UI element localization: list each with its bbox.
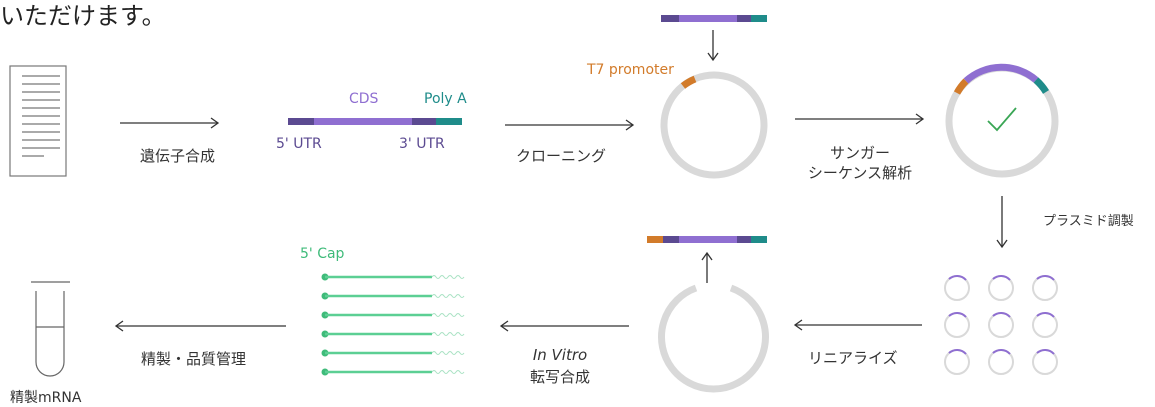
cds-label: CDS <box>349 91 379 107</box>
mrna-strand <box>321 292 465 300</box>
step-ivt-line1: In Vitro <box>532 346 588 364</box>
insert-fragment <box>661 15 767 22</box>
arrow-down-icon <box>996 196 1008 249</box>
small-plasmid <box>1032 348 1058 375</box>
mrna-strands <box>321 273 465 376</box>
arrow-right-icon <box>795 113 925 125</box>
arrow-right-icon <box>505 119 635 131</box>
mrna-strand <box>321 368 465 376</box>
linearized-plasmid <box>658 284 769 393</box>
plasmid-vector <box>660 71 768 179</box>
step-linearize: リニアライズ <box>808 349 898 367</box>
step-purify-qc: 精製・品質管理 <box>141 350 247 368</box>
final-product-label: 精製mRNA <box>10 390 82 406</box>
arrow-up-icon <box>701 251 713 283</box>
step-ivt-line2: 転写合成 <box>529 368 590 386</box>
mrna-strand <box>321 311 465 319</box>
arrow-left-icon <box>114 320 286 332</box>
small-plasmid <box>944 274 970 301</box>
small-plasmid <box>988 274 1014 301</box>
step-cloning: クローニング <box>516 147 607 165</box>
arrow-right-icon <box>120 117 220 129</box>
mrna-strand <box>321 349 465 357</box>
mrna-strand <box>321 273 465 281</box>
small-plasmid <box>944 311 970 338</box>
t7-promoter-label: T7 promoter <box>587 62 674 78</box>
check-icon <box>987 107 1017 132</box>
header-text: いただけます。 <box>0 2 166 30</box>
arrow-left-icon <box>793 319 922 331</box>
small-plasmid <box>988 311 1014 338</box>
step-sanger-line1: サンガー <box>829 144 890 162</box>
small-plasmid <box>988 348 1014 375</box>
step-gene-synthesis: 遺伝子合成 <box>140 147 216 165</box>
verified-plasmid <box>945 63 1059 178</box>
poly-a-label: Poly A <box>424 91 467 107</box>
plasmid-grid <box>944 274 1058 375</box>
test-tube-icon <box>31 281 70 377</box>
linear-template <box>647 236 767 243</box>
utr3-label: 3' UTR <box>399 136 445 152</box>
cap-label: 5' Cap <box>300 246 345 262</box>
small-plasmid <box>944 348 970 375</box>
arrow-down-icon <box>707 30 719 62</box>
step-plasmid-prep: プラスミド調製 <box>1043 214 1134 229</box>
step-sanger-line2: シーケンス解析 <box>807 164 913 182</box>
utr5-label: 5' UTR <box>276 136 322 152</box>
mrna-strand <box>321 330 465 338</box>
linear-construct <box>288 118 462 125</box>
arrow-left-icon <box>499 320 629 332</box>
small-plasmid <box>1032 274 1058 301</box>
document-icon <box>9 65 67 177</box>
small-plasmid <box>1032 311 1058 338</box>
